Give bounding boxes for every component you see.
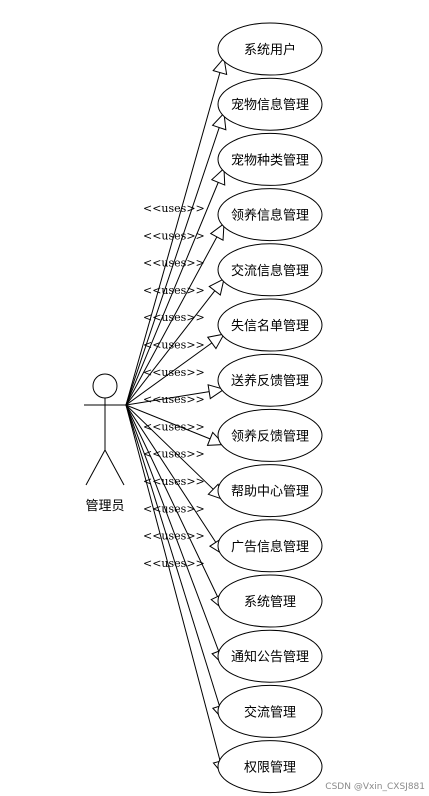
association-line <box>125 223 225 406</box>
association-line <box>125 404 225 611</box>
use-case-label: 失信名单管理 <box>231 318 309 334</box>
uses-stereotype: <<uses>> <box>143 284 205 297</box>
uses-stereotype: <<uses>> <box>143 311 205 324</box>
uses-stereotype: <<uses>> <box>143 420 205 433</box>
association-line <box>125 278 225 406</box>
stereotype-labels: <<uses>> <<uses>> <<uses>> <<uses>> <<uses>>… <box>143 202 205 570</box>
use-case-label: 权限管理 <box>244 760 296 776</box>
association-line <box>125 333 225 406</box>
use-case-ellipse <box>217 353 323 407</box>
use-case-ellipse <box>217 464 323 518</box>
uses-stereotype: <<uses>> <box>143 475 205 488</box>
uses-stereotype: <<uses>> <box>143 557 205 570</box>
watermark: CSDN @Vxin_CXSJ881 <box>325 782 425 792</box>
use-case-label: 交流信息管理 <box>231 263 309 279</box>
use-case-ellipse <box>217 740 323 794</box>
use-case-label: 通知公告管理 <box>231 649 309 665</box>
association-line <box>125 404 225 556</box>
use-case-ellipse <box>217 22 323 76</box>
uses-stereotype: <<uses>> <box>143 530 205 543</box>
association-line <box>125 404 225 776</box>
use-case-label: 宠物信息管理 <box>231 97 309 113</box>
uses-stereotype: <<uses>> <box>143 257 205 270</box>
use-case-label: 宠物种类管理 <box>231 152 309 168</box>
arrowhead <box>209 222 225 242</box>
use-case-group: 系统用户宠物信息管理宠物种类管理领养信息管理交流信息管理失信名单管理送养反馈管理… <box>217 22 323 794</box>
actor-right-leg <box>104 449 125 486</box>
use-case-label: 帮助中心管理 <box>231 485 309 500</box>
association-line <box>125 168 225 406</box>
use-case-label: 送养反馈管理 <box>231 373 309 389</box>
association-line <box>125 57 225 406</box>
actor-left-leg <box>85 449 106 486</box>
actor-label: 管理员 <box>85 499 124 514</box>
arrowhead <box>211 112 227 131</box>
use-case-ellipse <box>217 188 323 242</box>
uses-stereotype: <<uses>> <box>143 448 205 461</box>
use-case-ellipse <box>217 629 323 683</box>
arrowhead <box>212 56 228 76</box>
use-case-label: 广告信息管理 <box>231 539 309 555</box>
actor-head <box>92 373 118 399</box>
use-case-ellipse <box>217 298 323 352</box>
use-case-ellipse <box>217 684 323 738</box>
use-case-ellipse <box>217 132 323 186</box>
use-case-ellipse <box>217 574 323 628</box>
use-case-label: 系统用户 <box>244 42 296 58</box>
uses-stereotype: <<uses>> <box>143 339 205 352</box>
association-line <box>125 113 225 406</box>
uses-stereotype: <<uses>> <box>143 202 205 215</box>
arrowhead <box>208 277 225 296</box>
use-case-label: 系统管理 <box>244 595 296 610</box>
uses-stereotype: <<uses>> <box>143 393 205 406</box>
use-case-label: 领养反馈管理 <box>231 428 309 444</box>
association-line <box>125 404 225 445</box>
uses-stereotype: <<uses>> <box>143 366 205 379</box>
uses-stereotype: <<uses>> <box>143 502 205 515</box>
arrowhead <box>210 167 226 186</box>
use-case-label: 交流管理 <box>244 704 296 720</box>
use-case-ellipse <box>217 519 323 573</box>
association-lines <box>125 57 225 776</box>
use-case-label: 领养信息管理 <box>231 208 309 224</box>
arrowhead <box>206 333 225 350</box>
association-line <box>125 388 225 406</box>
use-case-ellipse <box>217 408 323 462</box>
association-line <box>125 404 225 501</box>
actor-figure: 管理员 <box>84 373 126 514</box>
use-case-ellipse <box>217 77 323 131</box>
use-case-ellipse <box>217 243 323 297</box>
association-line <box>125 404 225 666</box>
uses-stereotype: <<uses>> <box>143 229 205 242</box>
association-line <box>125 404 225 721</box>
